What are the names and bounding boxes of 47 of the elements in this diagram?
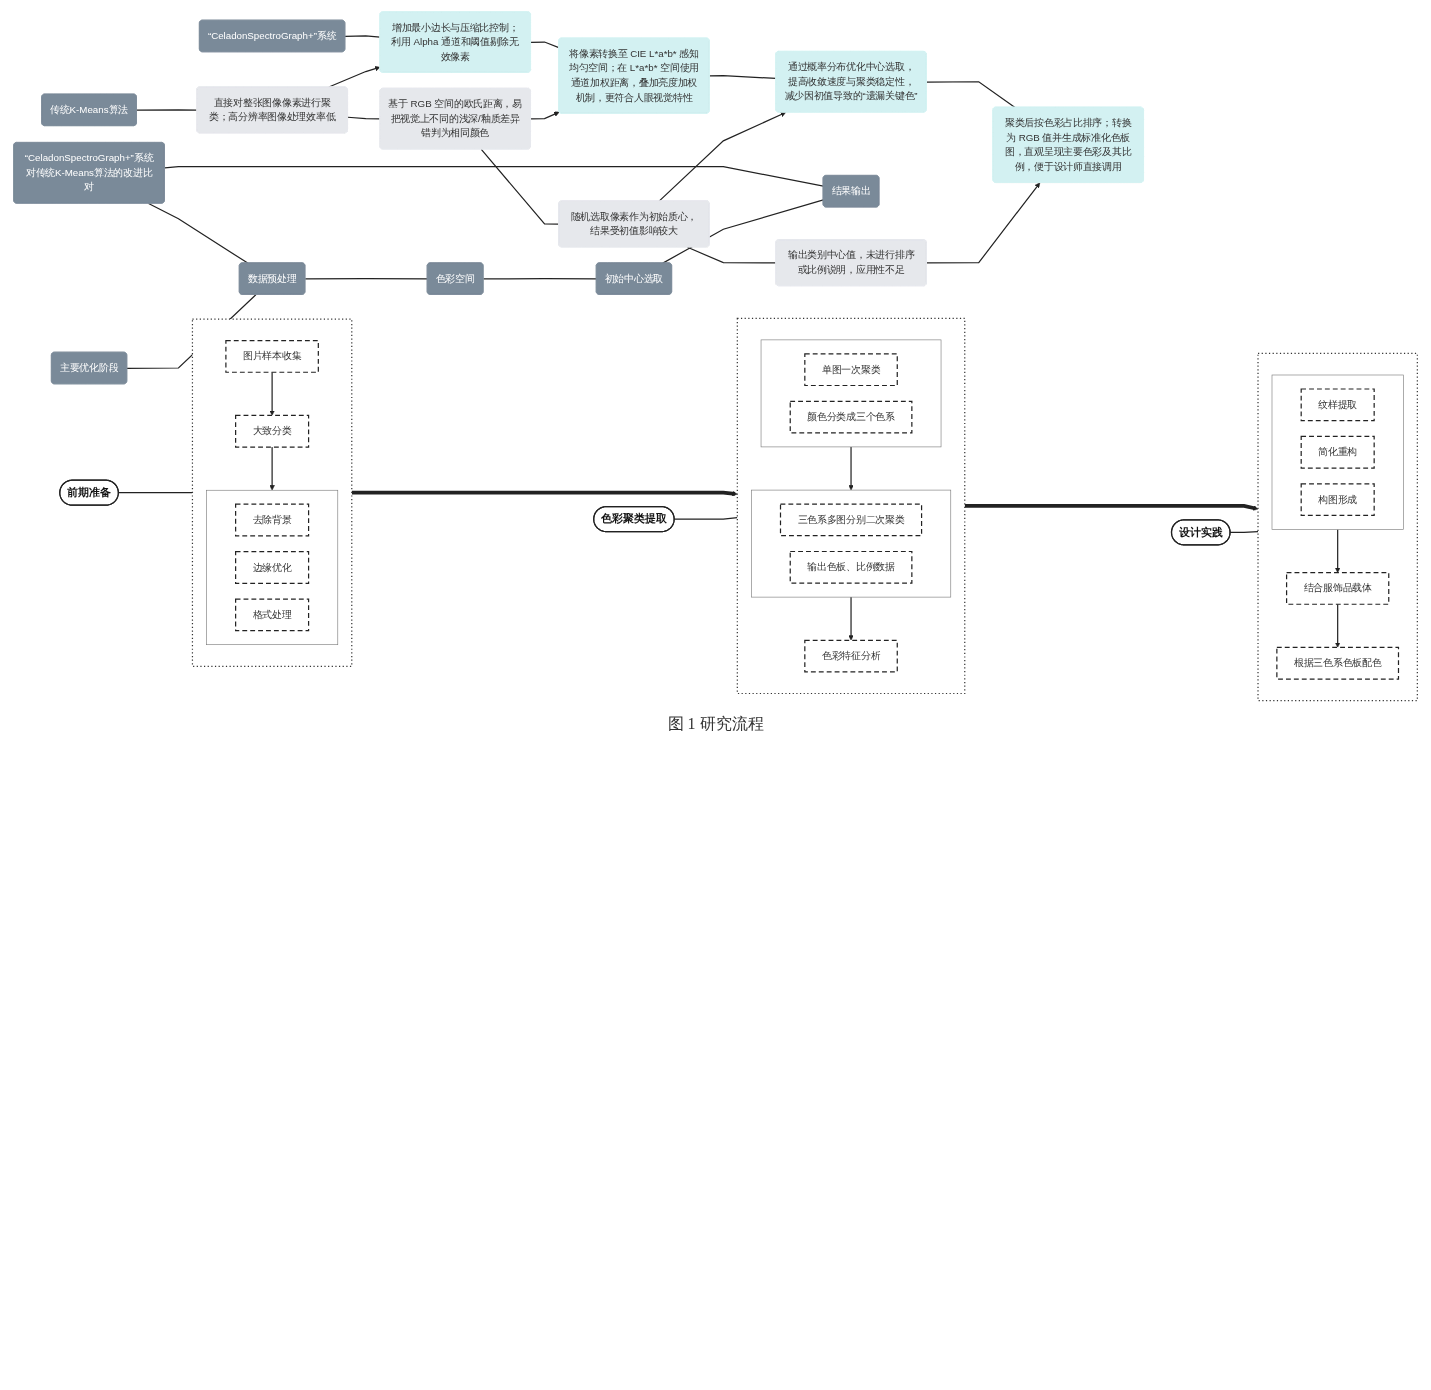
- cluster: [191, 318, 353, 667]
- node-box: 去除背景: [235, 503, 310, 537]
- arrow: [530, 111, 560, 120]
- cluster: [736, 317, 966, 695]
- node-box: 结合服饰品载体: [1286, 572, 1390, 605]
- connector: [686, 246, 777, 264]
- node-box: 根据三色系色板配色: [1276, 646, 1400, 680]
- connector: [482, 278, 598, 280]
- connector: [926, 81, 1016, 109]
- node-box: 输出色板、比例数据: [789, 550, 913, 584]
- connector: [709, 75, 777, 80]
- node-box: 颜色分类成三个色系: [789, 400, 913, 434]
- node-box: 纹样提取: [1300, 388, 1375, 422]
- cluster: [206, 489, 339, 645]
- connector: [480, 148, 560, 225]
- node-box: 大致分类: [235, 414, 310, 448]
- figure-caption: 图 1 研究流程: [667, 714, 764, 735]
- arrow: [1335, 528, 1341, 573]
- node-box: 色彩特征分析: [804, 639, 898, 673]
- cluster: [760, 339, 942, 448]
- connector: [347, 116, 381, 120]
- arrow: [1335, 603, 1341, 648]
- connector: [662, 199, 824, 264]
- node-box: 简化重构: [1300, 435, 1375, 469]
- arrow: [658, 112, 786, 202]
- connector: [164, 166, 824, 187]
- connector: [136, 109, 198, 111]
- connector: [304, 278, 429, 280]
- node-box: 图片样本收集: [225, 340, 319, 373]
- arrow: [926, 182, 1041, 264]
- cluster: [1257, 352, 1418, 702]
- arrow: [269, 446, 275, 491]
- node-box: 单图一次聚类: [804, 353, 898, 387]
- arrow: [964, 504, 1259, 511]
- arrow: [351, 490, 738, 497]
- cluster: [1271, 374, 1404, 530]
- connector: [530, 41, 560, 49]
- cluster: [751, 489, 952, 598]
- connector: [147, 202, 249, 264]
- connector: [344, 35, 381, 38]
- arrow: [848, 446, 854, 491]
- node-box: 边缘优化: [235, 551, 310, 584]
- node-box: 格式处理: [235, 598, 310, 632]
- arrow: [269, 371, 275, 416]
- node-box: 构图形成: [1300, 483, 1375, 517]
- node-box: 三色系多图分别二次聚类: [779, 503, 923, 537]
- arrow: [848, 596, 854, 641]
